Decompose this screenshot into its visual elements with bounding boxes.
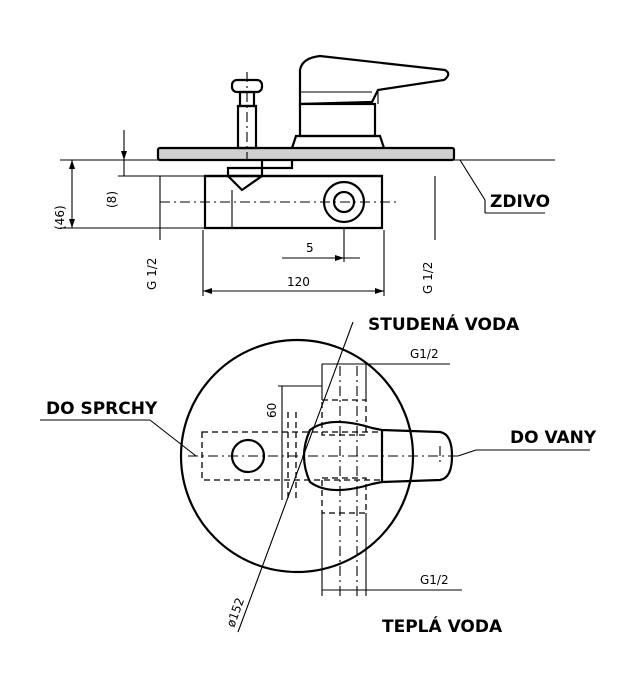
g12-left-label: G 1/2 (145, 258, 159, 290)
dim-8-label: (8) (105, 191, 119, 208)
diameter-leader (237, 321, 354, 633)
tepla-voda-label: TEPLÁ VODA (382, 615, 503, 637)
dim-46-arrow-top (69, 160, 75, 169)
g12-top-label: G1/2 (410, 347, 439, 361)
studena-voda-label: STUDENÁ VODA (368, 313, 520, 335)
wall-hatch (459, 159, 486, 201)
side-view: (46) (8) G 1/2 G 1/2 5 120 ZDIVO (53, 54, 555, 296)
g12-bottom-label: G1/2 (420, 573, 449, 587)
hidden-inlet-bottom (321, 477, 367, 514)
handle-cartridge-body (298, 102, 377, 138)
dim-120-label: 120 (287, 275, 310, 289)
dim-120-arrow-left (203, 288, 212, 294)
zdivo-label: ZDIVO (490, 192, 550, 212)
body-cutout (260, 160, 294, 170)
hidden-inlet-top (321, 399, 367, 436)
do-vany-label: DO VANY (510, 428, 597, 448)
dim-120-arrow-right (375, 288, 384, 294)
body-notch (226, 166, 264, 178)
handle-front (302, 420, 454, 492)
diameter-label: ø152 (224, 596, 248, 629)
g12-right-label: G 1/2 (421, 262, 435, 294)
dim-60-label: 60 (265, 403, 279, 418)
body-wedge (227, 175, 263, 192)
dim-8-arrow (121, 151, 127, 160)
dim-5-arrow (335, 255, 344, 261)
do-sprchy-label: DO SPRCHY (46, 399, 158, 419)
do-sprchy-leader (149, 419, 197, 457)
cover-plate (156, 146, 456, 162)
handle-base (290, 134, 386, 149)
do-vany-leader (457, 449, 477, 457)
front-view: 60 G1/2 G1/2 ø152 STUDENÁ VODA TEPLÁ VOD… (40, 313, 597, 637)
lever-handle (298, 54, 450, 106)
dim-5-label: 5 (306, 241, 314, 255)
dim-46-arrow-bottom (69, 219, 75, 228)
diverter-knob-circle (230, 438, 266, 474)
dim-46-label: (46) (53, 205, 67, 230)
